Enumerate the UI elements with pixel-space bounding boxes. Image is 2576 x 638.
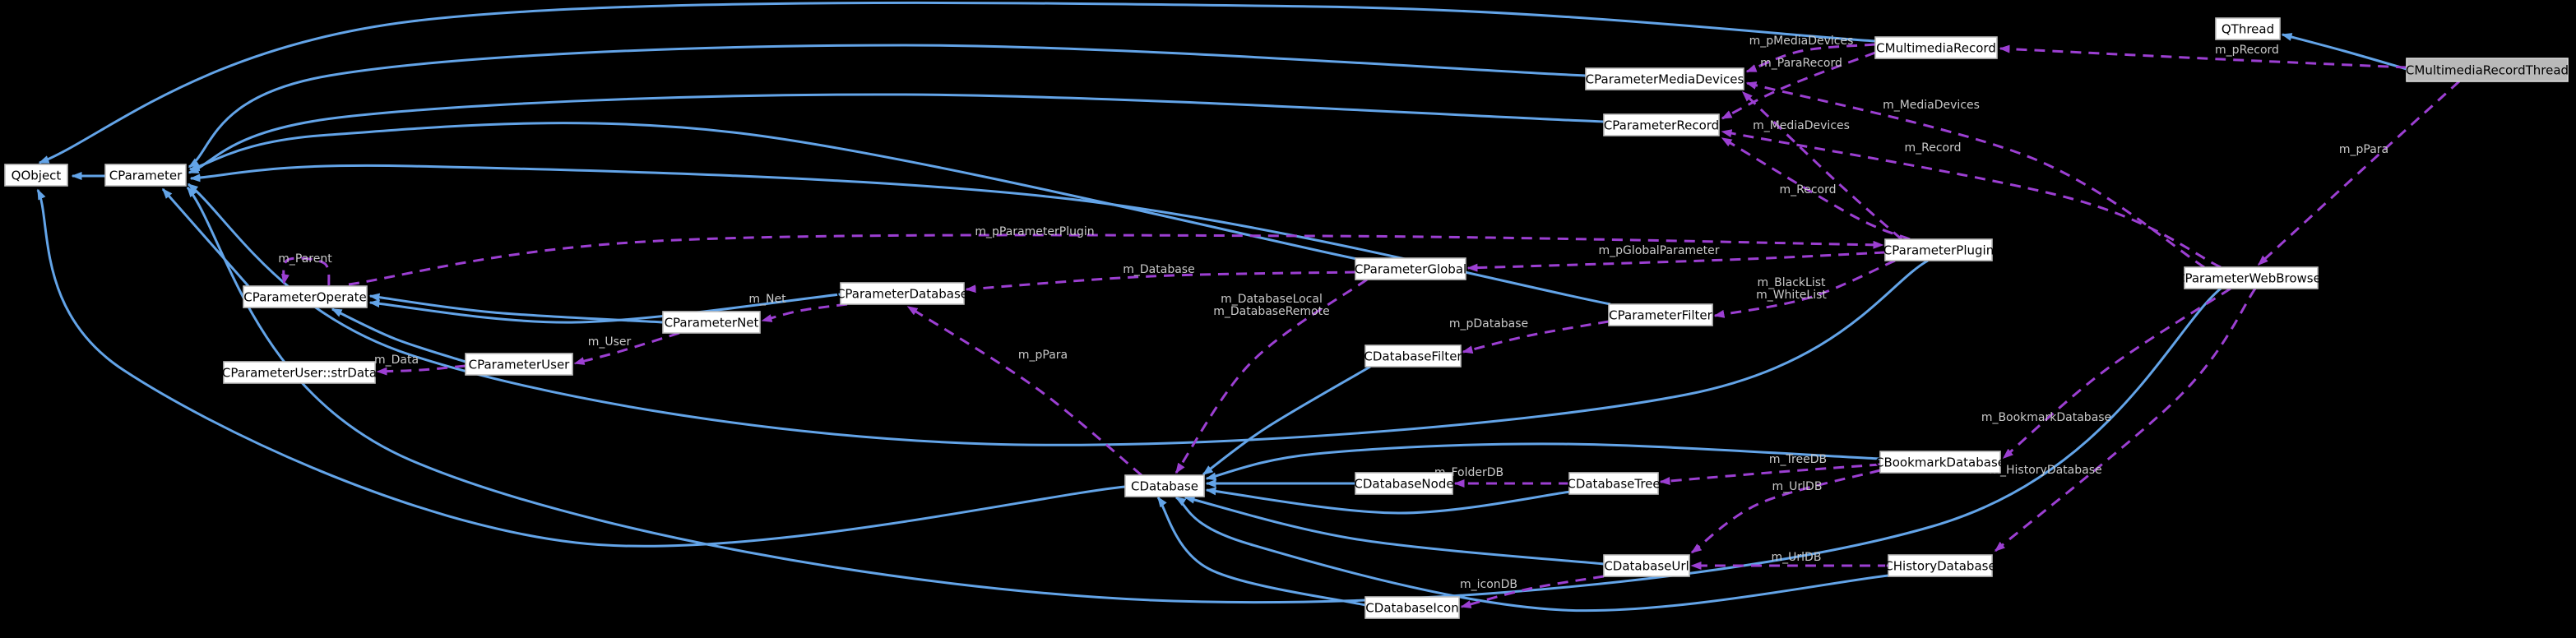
inheritance-edge-user-operate bbox=[331, 307, 466, 363]
usage-edge-operate-operate bbox=[281, 257, 331, 286]
class-node-filter[interactable]: CParameterFilter bbox=[1608, 303, 1713, 326]
inheritance-edge-pdatabase-operate bbox=[368, 293, 841, 324]
inheritance-edge-tree-cdatabase bbox=[1205, 487, 1572, 515]
inheritance-edge-url-cdatabase bbox=[1184, 495, 1605, 566]
usage-edge-mthread-mrecord bbox=[1999, 44, 2407, 69]
edge-member-label: m_pPara bbox=[2339, 143, 2388, 156]
usage-edge-pdatabase-net bbox=[761, 303, 848, 322]
edge-member-label: m_Record bbox=[1904, 141, 1961, 155]
usage-edge-global-cdatabase bbox=[1174, 278, 1368, 474]
inheritance-edge-operate-cparameter bbox=[161, 187, 250, 287]
usage-edge-url-icon bbox=[1460, 575, 1605, 608]
edge-member-label: m_UrlDB bbox=[1772, 480, 1823, 493]
usage-edge-mrecord-mediadevices bbox=[1745, 43, 1876, 73]
class-node-mthread[interactable]: CMultimediaRecordThread bbox=[2406, 58, 2569, 82]
inheritance-edge-icon-cdatabase bbox=[1156, 496, 1366, 607]
edge-member-label: m_User bbox=[588, 335, 632, 349]
class-node-qobject[interactable]: QObject bbox=[4, 164, 68, 187]
inheritance-edge-record-cparameter bbox=[188, 93, 1605, 174]
class-node-bookmark[interactable]: CBookmarkDatabase bbox=[1875, 451, 2005, 474]
edge-member-label: m_Data bbox=[374, 354, 419, 367]
usage-edge-filter-dbfilter bbox=[1462, 320, 1610, 354]
edge-member-label: m_pMediaDevices bbox=[1749, 35, 1854, 48]
usage-edge-operate-plugin bbox=[348, 233, 1884, 286]
class-node-icon[interactable]: CDatabaseIcon bbox=[1364, 596, 1460, 619]
class-node-qthread[interactable]: QThread bbox=[2215, 17, 2281, 40]
class-node-history[interactable]: CHistoryDatabase bbox=[1884, 554, 1996, 577]
edge-member-label: m_DatabaseRemote bbox=[1213, 305, 1329, 318]
edge-member-label: m_DatabaseLocal bbox=[1221, 293, 1323, 306]
edge-member-label: m_BookmarkDatabase bbox=[1981, 411, 2111, 424]
usage-edge-cdatabase-pdatabase bbox=[906, 305, 1142, 477]
edge-member-label: m_MediaDevices bbox=[1883, 99, 1980, 112]
edge-member-label: m_pPara bbox=[1018, 349, 1068, 362]
usage-edge-bookmark-tree bbox=[1659, 463, 1881, 486]
usage-edge-webbrowser-bookmark bbox=[2002, 287, 2231, 460]
usage-edge-mthread-webbrowser bbox=[2257, 80, 2461, 266]
class-node-webbrowser[interactable]: CParameterWebBrowser bbox=[2176, 266, 2327, 289]
edge-member-label: m_MediaDevices bbox=[1753, 119, 1850, 132]
edge-member-label: m_pRecord bbox=[2215, 44, 2279, 57]
class-node-net[interactable]: CParameterNet bbox=[662, 311, 761, 334]
class-node-url[interactable]: CDatabaseUrl bbox=[1603, 554, 1690, 577]
class-node-mrecord[interactable]: CMultimediaRecord bbox=[1874, 36, 1998, 59]
edge-member-label: m_BlackList bbox=[1758, 276, 1826, 289]
inheritance-edge-mediadevices-cparameter bbox=[188, 44, 1587, 169]
usage-edge-plugin-mediadevices bbox=[1741, 90, 1902, 241]
class-node-mediadevices[interactable]: CParameterMediaDevices bbox=[1585, 67, 1744, 90]
edge-member-label: m_ParaRecord bbox=[1760, 57, 1842, 70]
edge-member-label: m_pDatabase bbox=[1449, 317, 1528, 331]
inheritance-edge-plugin-cparameter bbox=[187, 183, 1929, 446]
usage-edge-bookmark-url bbox=[1690, 469, 1881, 554]
class-node-node[interactable]: CDatabaseNode bbox=[1354, 472, 1454, 495]
class-node-cparameter[interactable]: CParameter bbox=[104, 164, 187, 187]
usage-edge-plugin-global bbox=[1466, 251, 1886, 272]
inheritance-edge-cdatabase-qobject bbox=[36, 188, 1126, 548]
inheritance-edge-global-cparameter bbox=[188, 122, 1358, 261]
edge-member-label: m_HistoryDatabase bbox=[1989, 464, 2101, 477]
inheritance-edge-mthread-qthread bbox=[2281, 33, 2407, 71]
usage-edge-plugin-record bbox=[1721, 136, 1911, 241]
class-node-cdatabase[interactable]: CDatabase bbox=[1124, 474, 1205, 497]
usage-edge-plugin-filter bbox=[1713, 259, 1896, 318]
class-node-global[interactable]: CParameterGlobal bbox=[1355, 257, 1466, 280]
edge-member-label: m_pGlobalParameter bbox=[1598, 244, 1719, 257]
class-node-plugin[interactable]: CParameterPlugin bbox=[1883, 238, 1994, 261]
inheritance-edge-history-cdatabase bbox=[1174, 496, 1889, 613]
edge-member-label: m_iconDB bbox=[1460, 578, 1517, 591]
edge-member-label: m_Net bbox=[748, 293, 786, 306]
usage-edge-user-strdata bbox=[376, 364, 466, 376]
usage-edge-net-user bbox=[573, 331, 680, 365]
usage-edge-webbrowser-record bbox=[1721, 129, 2222, 269]
class-node-user[interactable]: CParameterUser bbox=[465, 353, 573, 376]
class-node-dbfilter[interactable]: CDatabaseFilter bbox=[1364, 344, 1462, 368]
inheritance-edge-webbrowser-cparameter bbox=[186, 186, 2222, 604]
edge-member-label: m_Parent bbox=[278, 252, 332, 266]
class-node-tree[interactable]: CDatabaseTree bbox=[1567, 472, 1661, 495]
usage-edge-global-pdatabase bbox=[965, 270, 1356, 294]
edge-member-label: m_TreeDB bbox=[1769, 453, 1827, 466]
inheritance-edge-dbfilter-cdatabase bbox=[1202, 365, 1371, 476]
class-node-record[interactable]: CParameterRecord bbox=[1603, 113, 1720, 136]
edge-member-label: m_Record bbox=[1779, 183, 1836, 196]
edge-member-label: m_Database bbox=[1123, 263, 1194, 276]
usage-edge-webbrowser-history bbox=[1994, 288, 2257, 552]
inheritance-edge-mrecord-qobject bbox=[38, 1, 1876, 164]
inheritance-edge-bookmark-cdatabase bbox=[1205, 442, 1881, 481]
class-node-pdatabase[interactable]: CParameterDatabase bbox=[836, 282, 968, 305]
edge-member-label: m_WhiteList bbox=[1756, 289, 1827, 302]
usage-edge-mrecord-record bbox=[1721, 51, 1876, 120]
class-node-strdata[interactable]: CParameterUser::strData bbox=[222, 361, 377, 384]
edge-member-label: m_UrlDB bbox=[1772, 551, 1822, 564]
edge-member-label: m_pParameterPlugin bbox=[975, 225, 1094, 238]
class-node-operate[interactable]: CParameterOperate bbox=[243, 285, 368, 308]
